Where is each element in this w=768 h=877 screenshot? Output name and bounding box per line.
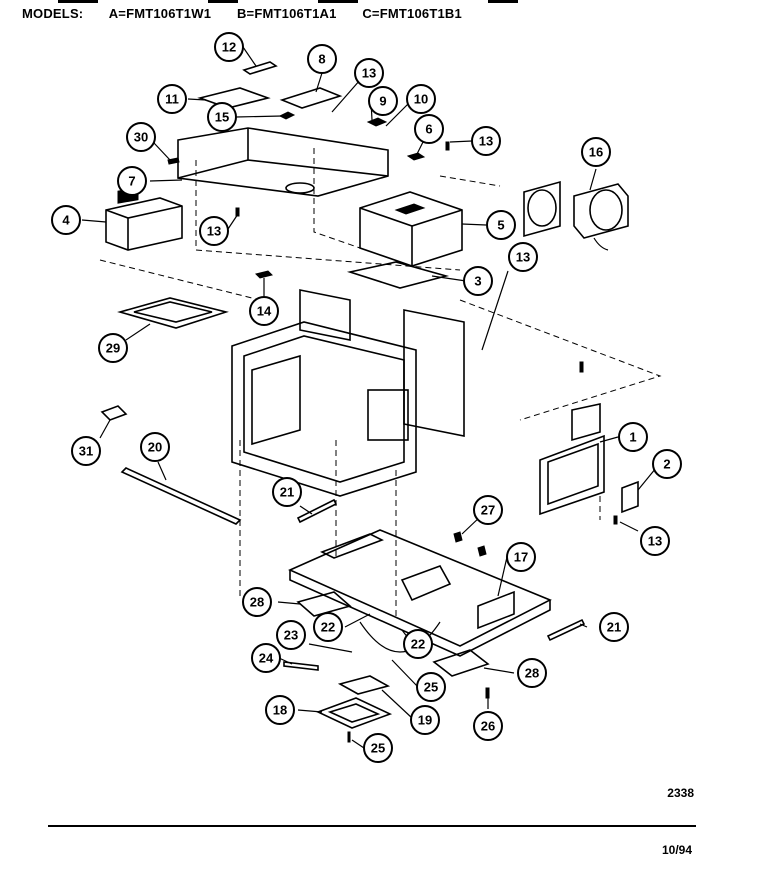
svg-text:13: 13 xyxy=(648,534,662,549)
models-label: MODELS: xyxy=(22,6,84,21)
svg-text:13: 13 xyxy=(479,134,493,149)
svg-text:15: 15 xyxy=(215,110,229,125)
callout-18: 18 xyxy=(265,695,295,725)
callout-1: 1 xyxy=(618,422,648,452)
model-b: B=FMT106T1A1 xyxy=(236,6,337,21)
svg-text:10: 10 xyxy=(414,92,428,107)
callout-9: 9 xyxy=(368,86,398,116)
callout-28: 28 xyxy=(242,587,272,617)
callout-13: 13 xyxy=(354,58,384,88)
callout-19: 19 xyxy=(410,705,440,735)
callout-16: 16 xyxy=(581,137,611,167)
top-edge-marks xyxy=(58,0,518,3)
svg-text:24: 24 xyxy=(259,651,274,666)
svg-text:18: 18 xyxy=(273,703,287,718)
callout-23: 23 xyxy=(276,620,306,650)
svg-text:6: 6 xyxy=(425,122,432,137)
svg-text:25: 25 xyxy=(424,680,438,695)
callout-13: 13 xyxy=(471,126,501,156)
svg-text:5: 5 xyxy=(497,218,504,233)
callout-27: 27 xyxy=(473,495,503,525)
callout-6: 6 xyxy=(414,114,444,144)
callout-22: 22 xyxy=(403,629,433,659)
svg-text:17: 17 xyxy=(514,550,528,565)
callout-26: 26 xyxy=(473,711,503,741)
callout-14: 14 xyxy=(249,296,279,326)
revision-date: 10/94 xyxy=(661,843,692,857)
svg-text:21: 21 xyxy=(280,485,294,500)
callout-13: 13 xyxy=(640,526,670,556)
callout-28: 28 xyxy=(517,658,547,688)
svg-text:23: 23 xyxy=(284,628,298,643)
callout-5: 5 xyxy=(486,210,516,240)
callout-29: 29 xyxy=(98,333,128,363)
callout-21: 21 xyxy=(599,612,629,642)
callout-15: 15 xyxy=(207,102,237,132)
callout-10: 10 xyxy=(406,84,436,114)
models-header: MODELS: A=FMT106T1W1 B=FMT106T1A1 C=FMT1… xyxy=(22,6,484,21)
svg-text:30: 30 xyxy=(134,130,148,145)
base-plate xyxy=(288,529,552,657)
model-c: C=FMT106T1B1 xyxy=(362,6,462,21)
cabinet-cavity xyxy=(231,289,465,497)
svg-text:14: 14 xyxy=(257,304,272,319)
callout-25: 25 xyxy=(363,733,393,763)
svg-text:28: 28 xyxy=(250,595,264,610)
svg-text:25: 25 xyxy=(371,741,385,756)
diagram-reference-number: 2338 xyxy=(667,786,694,800)
callout-8: 8 xyxy=(307,44,337,74)
callout-12: 12 xyxy=(214,32,244,62)
callout-22: 22 xyxy=(313,612,343,642)
svg-text:2: 2 xyxy=(663,457,670,472)
callout-31: 31 xyxy=(71,436,101,466)
callout-7: 7 xyxy=(117,166,147,196)
svg-text:1: 1 xyxy=(629,430,636,445)
svg-text:21: 21 xyxy=(607,620,621,635)
svg-text:28: 28 xyxy=(525,666,539,681)
svg-text:31: 31 xyxy=(79,444,93,459)
callout-13: 13 xyxy=(508,242,538,272)
svg-text:4: 4 xyxy=(62,213,70,228)
callout-17: 17 xyxy=(506,542,536,572)
svg-text:8: 8 xyxy=(318,52,325,67)
callout-3: 3 xyxy=(463,266,493,296)
callout-20: 20 xyxy=(140,432,170,462)
svg-text:11: 11 xyxy=(165,92,179,107)
callout-4: 4 xyxy=(51,205,81,235)
svg-text:27: 27 xyxy=(481,503,495,518)
svg-text:13: 13 xyxy=(207,224,221,239)
callout-2: 2 xyxy=(652,449,682,479)
svg-text:12: 12 xyxy=(222,40,236,55)
svg-text:13: 13 xyxy=(516,250,530,265)
model-a: A=FMT106T1W1 xyxy=(108,6,212,21)
callout-21: 21 xyxy=(272,477,302,507)
svg-text:20: 20 xyxy=(148,440,162,455)
callout-24: 24 xyxy=(251,643,281,673)
motor-assembly xyxy=(523,180,629,251)
callout-25: 25 xyxy=(416,672,446,702)
svg-text:13: 13 xyxy=(362,66,376,81)
svg-text:9: 9 xyxy=(379,94,386,109)
parts-drawing xyxy=(81,46,662,749)
svg-text:7: 7 xyxy=(128,174,135,189)
callout-30: 30 xyxy=(126,122,156,152)
svg-text:19: 19 xyxy=(418,713,432,728)
footer-divider xyxy=(48,825,696,827)
callout-11: 11 xyxy=(157,84,187,114)
callout-13: 13 xyxy=(199,216,229,246)
svg-text:26: 26 xyxy=(481,719,495,734)
svg-text:29: 29 xyxy=(106,341,120,356)
svg-text:22: 22 xyxy=(411,637,425,652)
svg-text:22: 22 xyxy=(321,620,335,635)
svg-text:3: 3 xyxy=(474,274,481,289)
svg-text:16: 16 xyxy=(589,145,603,160)
